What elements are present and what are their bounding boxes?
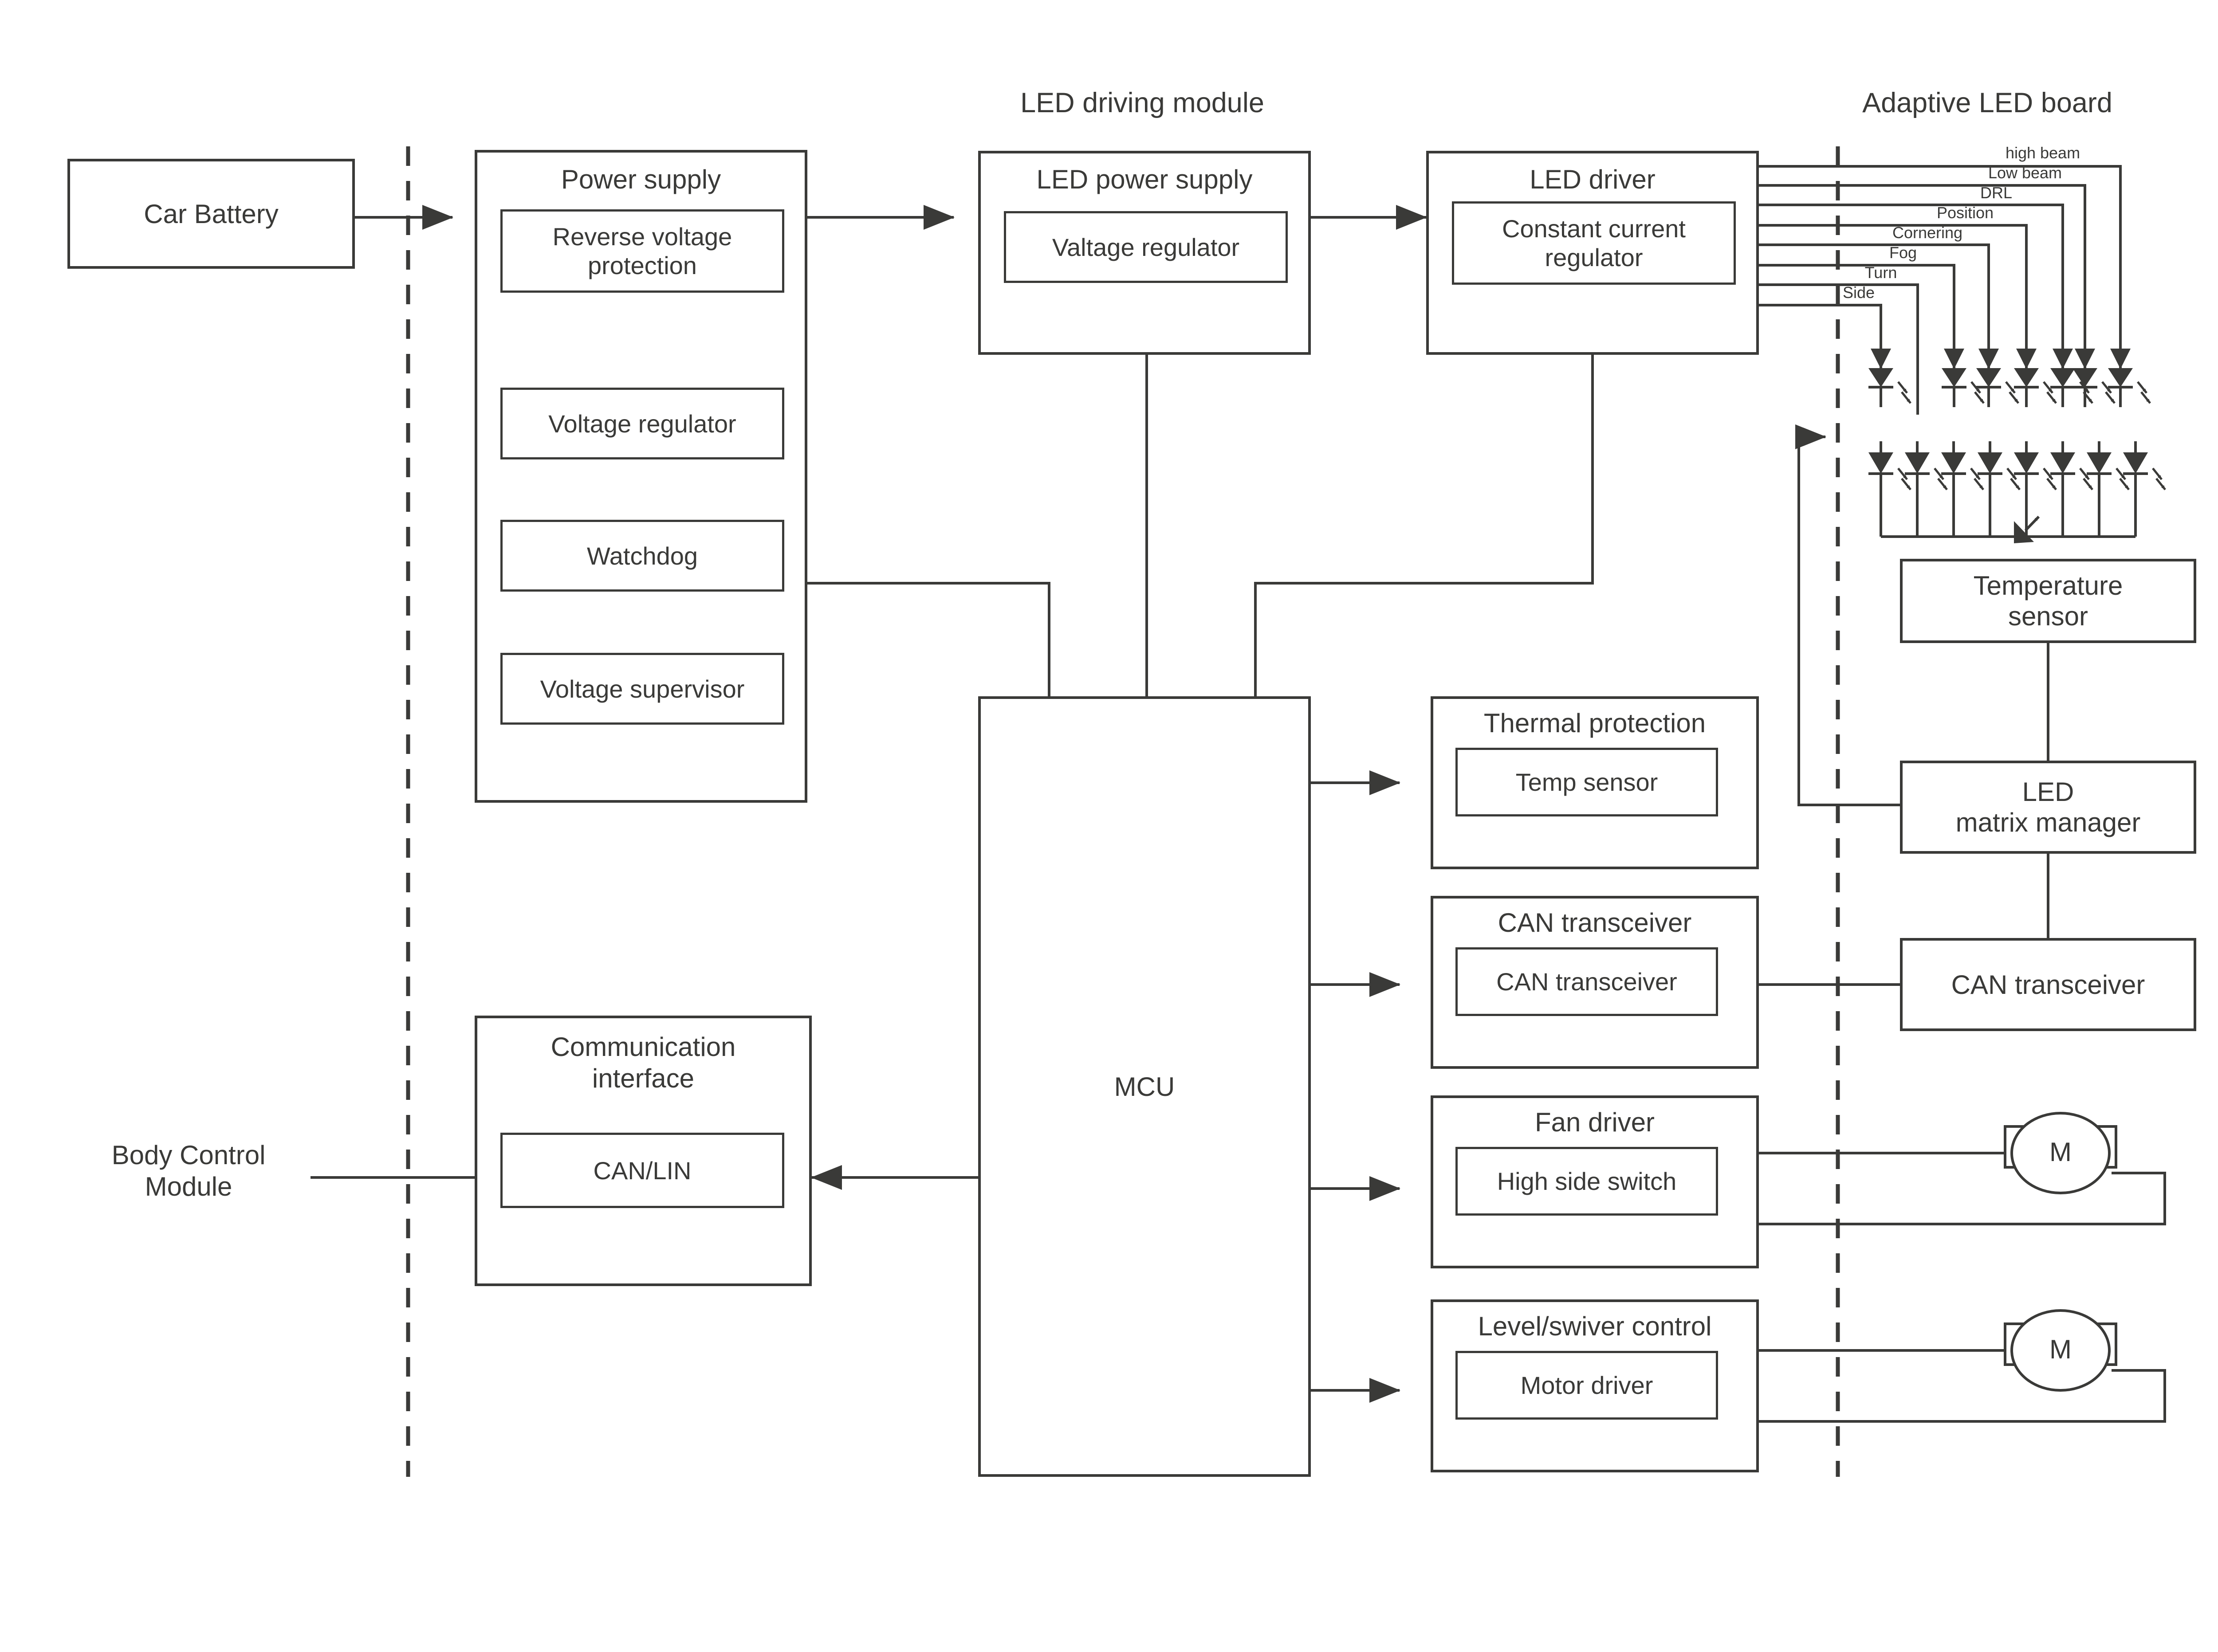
led-emission-bottom [1897, 467, 2166, 490]
motor-1-label: M [2049, 1137, 2072, 1167]
wire-motor1-return [1759, 1172, 2166, 1225]
can-transceiver-module-title: CAN transceiver [1498, 908, 1692, 938]
thermal-protection-inner-temp-sensor[interactable]: Temp sensor [1455, 748, 1718, 816]
wire-channel-side [1759, 304, 1891, 369]
wire-channel-low-beam [1759, 184, 2095, 369]
wire-channel-cornering [1759, 243, 1999, 369]
block-led-matrix-manager[interactable]: LED matrix manager [1900, 761, 2196, 854]
motor-symbols [2004, 1112, 2117, 1392]
motor-2-circle [2010, 1309, 2111, 1392]
section-title-led-driving-module: LED driving module [1020, 87, 1264, 118]
car-battery-label: Car Battery [144, 199, 279, 229]
block-fan-driver[interactable]: Fan driver High side switch [1431, 1095, 1759, 1268]
channel-label-side: Side [1842, 283, 1875, 302]
channel-label-position: Position [1936, 204, 1994, 222]
led-emission-top [1897, 381, 2151, 404]
power-supply-item-watchdog[interactable]: Watchdog [500, 520, 784, 592]
channel-label-cornering: Cornering [1892, 224, 1963, 242]
wire-watchdog-to-mcu [807, 582, 1050, 696]
block-thermal-protection[interactable]: Thermal protection Temp sensor [1431, 696, 1759, 869]
can-transceiver-board-label: CAN transceiver [1951, 969, 2145, 1000]
level-swiver-control-title: Level/swiver control [1478, 1311, 1712, 1341]
block-communication-interface[interactable]: Communication interface CAN/LIN [475, 1016, 812, 1286]
power-supply-item-voltage-regulator[interactable]: Voltage regulator [500, 388, 784, 459]
led-matrix-manager-label: LED matrix manager [1955, 777, 2141, 837]
thermal-protection-title: Thermal protection [1483, 708, 1706, 738]
motor-1-circle [2010, 1112, 2111, 1194]
led-triangles-bottom [1868, 452, 2148, 474]
wire-channel-position [1759, 224, 2037, 369]
wire-channel-high-beam [1759, 165, 2131, 369]
wire-channel-fog [1759, 264, 1964, 369]
led-triangles-top [1868, 368, 2133, 387]
wire-channel-turn [1759, 283, 1919, 415]
body-control-module-label: Body Control Module [111, 1140, 266, 1201]
communication-interface-inner-can-lin[interactable]: CAN/LIN [500, 1133, 784, 1208]
block-temperature-sensor[interactable]: Temperature sensor [1900, 559, 2196, 643]
channel-label-low-beam: Low beam [1988, 164, 2062, 182]
fan-driver-inner-high-side-switch[interactable]: High side switch [1455, 1147, 1718, 1216]
wire-matrixmanager-to-ledrow [1797, 437, 1900, 806]
temperature-sensor-label: Temperature sensor [1973, 571, 2123, 631]
section-title-adaptive-led-board: Adaptive LED board [1862, 87, 2112, 118]
led-driver-inner-constant-current-regulator[interactable]: Constant current regulator [1452, 201, 1736, 285]
block-led-driver[interactable]: LED driver Constant current regulator [1426, 151, 1759, 355]
channel-label-drl: DRL [1980, 184, 2013, 202]
power-supply-title: Power supply [561, 165, 721, 194]
led-emission-arrows [1897, 381, 2166, 490]
wire-leddriver-to-mcu [1254, 355, 1594, 696]
wire-channel-drl [1759, 204, 2073, 369]
led-driver-title: LED driver [1530, 165, 1656, 194]
fan-driver-title: Fan driver [1534, 1107, 1655, 1137]
led-row-bottom [1868, 441, 2148, 538]
wire-motor2-return [1759, 1369, 2166, 1423]
led-power-supply-inner-voltage-regulator[interactable]: Valtage regulator [1004, 211, 1288, 283]
block-mcu[interactable]: MCU [978, 696, 1311, 1477]
channel-label-fog: Fog [1889, 243, 1917, 262]
led-row-top [1868, 386, 2133, 407]
power-supply-item-reverse-voltage-protection[interactable]: Reverse voltage protection [500, 209, 784, 293]
level-swiver-control-inner-motor-driver[interactable]: Motor driver [1455, 1351, 1718, 1420]
channel-label-high-beam: high beam [2005, 144, 2080, 162]
block-car-battery[interactable]: Car Battery [67, 159, 355, 269]
can-transceiver-module-inner[interactable]: CAN transceiver [1455, 947, 1718, 1016]
power-supply-item-voltage-supervisor[interactable]: Voltage supervisor [500, 653, 784, 725]
communication-interface-title: Communication interface [551, 1032, 736, 1093]
motor-2-label: M [2049, 1334, 2072, 1364]
block-power-supply[interactable]: Power supply Reverse voltage protection … [475, 150, 807, 803]
mouse-cursor-icon [2014, 515, 2040, 543]
block-can-transceiver-board[interactable]: CAN transceiver [1900, 938, 2196, 1031]
block-led-power-supply[interactable]: LED power supply Valtage regulator [978, 151, 1311, 355]
led-power-supply-title: LED power supply [1036, 165, 1253, 194]
block-level-swiver-control[interactable]: Level/swiver control Motor driver [1431, 1299, 1759, 1472]
block-can-transceiver-module[interactable]: CAN transceiver CAN transceiver [1431, 896, 1759, 1069]
mcu-label: MCU [1114, 1071, 1175, 1102]
channel-label-turn: Turn [1864, 263, 1897, 282]
